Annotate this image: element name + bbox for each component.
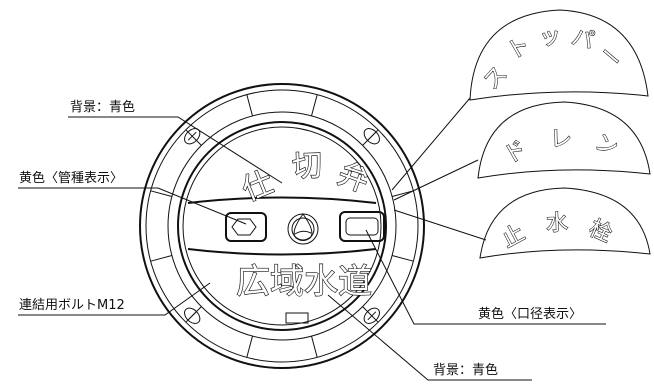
variant-plate-drain: ド レ ン [477,101,651,179]
lid-char-1: 仕 [237,165,278,209]
lid-char-2: 切 [291,148,322,184]
outer-frame-ring [139,83,425,369]
label-diameter: 黄色〈口径表示〉 [478,306,582,322]
frame-rib [311,94,318,117]
variant-plate-stopper: ス ト ッ パ ー [469,9,649,101]
stopcock-char-2: 水 [546,211,569,237]
stopper-char-3: ッ [538,23,563,51]
stopper-char-5: ー [593,41,626,74]
bolt-slot [367,131,377,141]
frame-rib [185,129,202,146]
bolt-hole [184,307,201,324]
leader-lines [18,97,606,381]
variant-plate-stopcock: 止 水 栓 [479,187,651,259]
stopcock-char-1: 止 [498,221,529,253]
bolt-holes [184,128,380,324]
lid-char-3: 弁 [333,157,373,200]
pipe-type-window [225,212,267,242]
drain-char-1: ド [500,136,532,169]
label-bg-top: 背景：青色 [70,99,135,115]
diameter-window-inner [345,217,379,236]
stopper-char-4: パ [569,25,596,55]
frame-rib [391,190,414,197]
water-drop-emblem [287,213,319,245]
drain-char-3: ン [591,130,621,162]
frame-rib [150,190,173,197]
lid-bottom-text: 広域水道 [236,262,372,302]
rib-inner-ring [167,111,397,341]
lid-keyhole [285,312,309,324]
outer-frame-inner-ring [145,89,419,363]
label-pipe-type: 黄色〈管種表示〉 [19,170,123,186]
bolt-slot [367,311,377,321]
pipe-type-hexagon [231,218,257,236]
band-top-line [187,196,377,204]
frame-rib [246,94,253,117]
valve-lid: 仕 切 弁 広域水道 [139,83,425,369]
bolt-hole [363,128,380,145]
label-bolt: 連結用ボルトM12 [19,298,125,313]
drain-char-2: レ [550,127,573,153]
stopcock-char-3: 栓 [585,216,615,248]
frame-rib [391,255,414,262]
bolt-hole [363,307,380,324]
stopper-char-1: ス [479,62,512,95]
bolt-slot [187,311,197,321]
lid-inner-edge [182,126,382,326]
frame-rib [150,255,173,262]
label-bg-bottom: 背景：青色 [433,362,498,378]
band-bottom-line [187,248,377,256]
bolt-slot [187,131,197,141]
stopper-char-2: ト [503,32,535,65]
frame-rib [311,335,318,358]
frame-rib [246,335,253,358]
diameter-window [339,211,385,242]
lid-edge [177,121,387,331]
frame-rib [362,306,379,323]
